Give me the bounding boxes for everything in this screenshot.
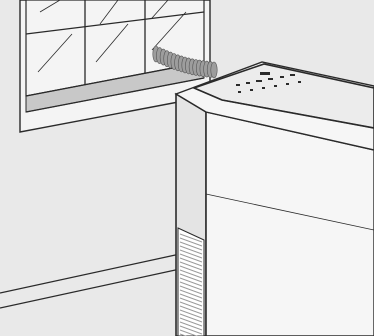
- unit-front-face: [206, 112, 374, 336]
- control-button: [280, 76, 284, 78]
- control-button: [262, 87, 265, 89]
- hose-ring: [211, 62, 217, 78]
- control-button: [256, 80, 262, 82]
- control-button: [236, 84, 240, 86]
- control-button: [290, 74, 295, 76]
- portable-air-conditioner: [176, 62, 374, 336]
- control-button: [246, 82, 250, 84]
- control-button: [274, 85, 277, 87]
- control-button: [260, 72, 270, 75]
- control-button: [250, 89, 253, 91]
- control-button: [298, 81, 301, 83]
- control-button: [268, 78, 273, 80]
- control-button: [238, 91, 241, 93]
- control-button: [286, 83, 289, 85]
